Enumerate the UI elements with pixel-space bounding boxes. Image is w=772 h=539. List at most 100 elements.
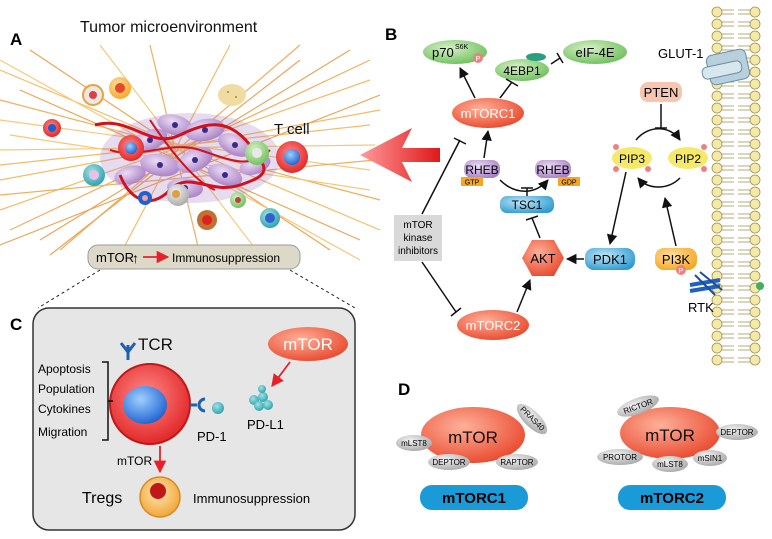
t-cell-large xyxy=(109,363,191,445)
lipid-tail xyxy=(738,321,750,327)
rheb-gdp-text: RHEB xyxy=(536,163,569,177)
effect-migration: Migration xyxy=(38,425,87,439)
lipid-head xyxy=(749,18,761,30)
panel-b-label: B xyxy=(385,25,397,44)
tcell-label: T cell xyxy=(274,121,310,138)
eif4e-node: eIF-4E xyxy=(563,40,627,64)
d2-msin1: mSIN1 xyxy=(698,454,723,463)
lipid-head xyxy=(711,330,723,342)
box-up-arrow: ↑ xyxy=(132,250,139,266)
lipid-head xyxy=(749,102,761,114)
lipid-head xyxy=(749,174,761,186)
lipid-tail xyxy=(738,21,750,27)
mtor-immunosuppression-box: mTOR ↑ Immunosuppression xyxy=(87,244,301,270)
lipid-tail xyxy=(722,153,734,159)
lipid-head xyxy=(711,42,723,54)
lipid-head xyxy=(749,54,761,66)
lipid-head xyxy=(749,90,761,102)
zoom-line-left xyxy=(37,269,101,309)
inhibitor-line-1: mTOR xyxy=(403,220,432,231)
d1-mlst8: mLST8 xyxy=(401,439,427,448)
mtorc1-to-p70-arrow xyxy=(459,67,476,99)
lipid-tail xyxy=(722,21,734,27)
lipid-tail xyxy=(738,189,750,195)
lipid-tail xyxy=(722,333,734,339)
lipid-tail xyxy=(738,141,750,147)
mtor-kinase-inhibitors-box: mTOR kinase inhibitors xyxy=(394,215,442,261)
lipid-head xyxy=(711,354,723,366)
p70-text: p70 xyxy=(432,45,454,60)
akt-node: AKT xyxy=(522,240,564,276)
pdl1-label: PD-L1 xyxy=(247,417,284,432)
lipid-head xyxy=(749,294,761,306)
immune-cells xyxy=(43,77,308,230)
lipid-tail xyxy=(738,333,750,339)
box-effect-text: Immunosuppression xyxy=(172,251,280,265)
lipid-tail xyxy=(738,177,750,183)
inhibitor-line-2: kinase xyxy=(404,233,433,244)
lipid-tail xyxy=(738,225,750,231)
inhibit-bar-eif4e xyxy=(556,52,564,64)
lipid-tail xyxy=(722,45,734,51)
lipid-tail xyxy=(722,357,734,363)
lipid-head xyxy=(711,6,723,18)
lipid-tail xyxy=(722,93,734,99)
rtk-label: RTK xyxy=(688,300,714,315)
lipid-head xyxy=(749,198,761,210)
lipid-head xyxy=(711,246,723,258)
lipid-tail xyxy=(738,273,750,279)
mtorc2-complex: mTOR RICTOR DEPTOR PROTOR mLST8 mSIN1 mT… xyxy=(597,395,758,510)
mtorc2-node: mTORC2 xyxy=(457,310,529,340)
lipid-head xyxy=(749,114,761,126)
d2-protor: PROTOR xyxy=(603,453,637,462)
rheb-gdp-node: RHEB GDP xyxy=(535,160,580,187)
rheb-gtp-to-gdp-arrow xyxy=(499,179,549,192)
rheb-gtp-text: RHEB xyxy=(465,163,498,177)
lipid-tail xyxy=(722,309,734,315)
glut1-label: GLUT-1 xyxy=(658,46,704,61)
d2-label: mTORC2 xyxy=(640,490,704,507)
lipid-head xyxy=(711,306,723,318)
lipid-head xyxy=(749,30,761,42)
lipid-tail xyxy=(722,201,734,207)
mtorc2-text: mTORC2 xyxy=(466,318,521,333)
d1-label: mTORC1 xyxy=(442,490,506,507)
lipid-tail xyxy=(722,105,734,111)
lipid-head xyxy=(749,222,761,234)
pip3-node: PIP3 xyxy=(612,144,652,172)
rtk-receptor: P xyxy=(676,265,764,296)
lipid-head xyxy=(711,174,723,186)
lipid-tail xyxy=(722,213,734,219)
p70-phospho: P xyxy=(476,56,481,63)
lipid-head xyxy=(711,342,723,354)
lipid-tail xyxy=(738,249,750,255)
zoom-line-right xyxy=(289,269,356,309)
lipid-tail xyxy=(722,9,734,15)
p70-sup: S6K xyxy=(455,44,469,51)
pip3-text: PIP3 xyxy=(619,152,645,166)
inhibitor-to-mtorc2 xyxy=(421,261,462,317)
tsc1-node: TSC1 xyxy=(500,196,554,213)
treg-cell xyxy=(139,476,181,518)
mtorc1-inhibits-4ebp1 xyxy=(499,78,519,99)
lipid-tail xyxy=(722,345,734,351)
lipid-tail xyxy=(722,249,734,255)
lipid-head xyxy=(749,66,761,78)
lipid-tail xyxy=(738,345,750,351)
pdl1-cluster-icon xyxy=(249,385,273,411)
lipid-tail xyxy=(722,285,734,291)
lipid-head xyxy=(749,354,761,366)
tme-title: Tumor microenvironment xyxy=(80,19,258,36)
lipid-tail xyxy=(738,165,750,171)
rtk-phospho: P xyxy=(679,268,684,275)
lipid-head xyxy=(749,126,761,138)
effects-bracket xyxy=(102,361,113,441)
lipid-tail xyxy=(738,357,750,363)
d1-deptor: DEPTOR xyxy=(432,458,465,467)
panel-d-label: D xyxy=(398,380,410,399)
pip3-to-pip2-arrow xyxy=(635,128,681,141)
rheb-gtp-node: RHEB GTP xyxy=(461,160,500,187)
lipid-tail xyxy=(722,273,734,279)
rheb-to-mtorc1-arrow xyxy=(481,129,492,159)
akt-inhibits-tsc1 xyxy=(525,215,541,239)
